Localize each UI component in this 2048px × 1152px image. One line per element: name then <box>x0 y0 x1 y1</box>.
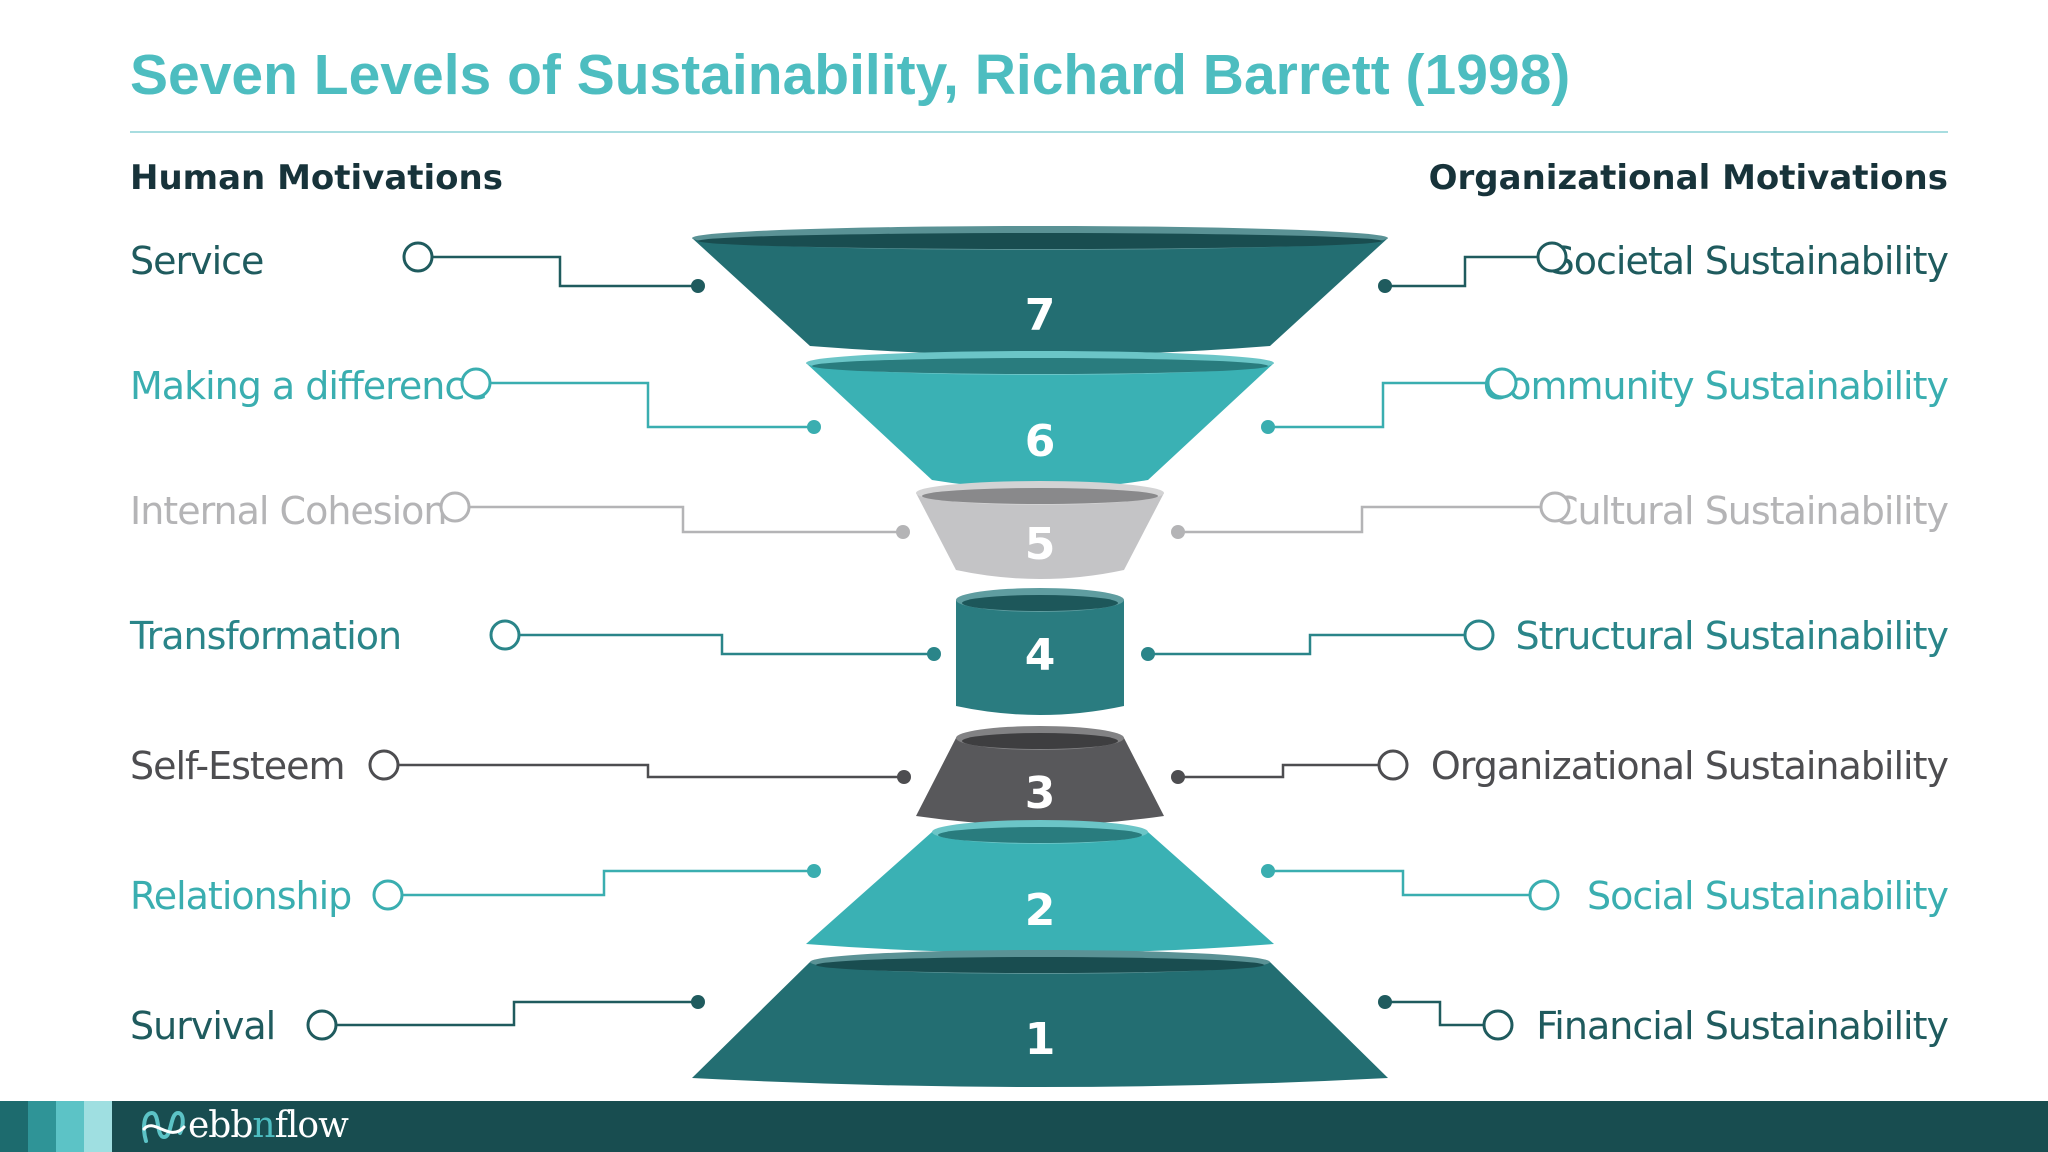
level-2-left-connector-dot <box>807 864 821 878</box>
level-1-left-connector-ring <box>306 1009 338 1041</box>
footer-accent-block <box>84 1101 112 1152</box>
level-3-right-connector-dot <box>1171 770 1185 784</box>
level-1-segment <box>692 962 1388 1087</box>
human-label-4: Transformation <box>130 614 402 658</box>
page-title: Seven Levels of Sustainability, Richard … <box>130 43 1571 107</box>
human-label-6: Making a difference <box>130 364 488 408</box>
level-1-right-connector <box>1385 1000 1484 1027</box>
level-4-right-connector-dot <box>1141 647 1155 661</box>
hourglass-diagram: 7 6 5 4 3 2 1 <box>306 226 1571 1087</box>
footer-accent-block <box>28 1101 56 1152</box>
level-6-right-connector-dot <box>1261 420 1275 434</box>
level-1-left-connector <box>336 1000 698 1027</box>
level-5-left-connector-ring <box>439 491 471 523</box>
human-motivations-heading: Human Motivations <box>130 158 503 198</box>
level-4-left-connector <box>519 633 934 656</box>
org-label-2: Social Sustainability <box>1586 874 1949 918</box>
level-2-right-connector-dot <box>1261 864 1275 878</box>
level-4-left-connector-ring <box>489 619 521 651</box>
level-4-number: 4 <box>1025 630 1056 681</box>
human-label-5: Internal Cohesion <box>130 489 447 533</box>
brand-suffix: flow <box>274 1105 349 1146</box>
level-5-right-connector <box>1178 505 1541 534</box>
level-2-segment <box>806 832 1274 953</box>
level-2-number: 2 <box>1025 885 1056 936</box>
level-2-right-connector-ring <box>1528 879 1560 911</box>
level-7-segment <box>692 238 1388 355</box>
level-5-right-connector-dot <box>1171 525 1185 539</box>
level-4-left-connector-dot <box>927 647 941 661</box>
level-6-right-connector-ring <box>1486 367 1518 399</box>
level-7-right-connector-dot <box>1378 279 1392 293</box>
level-5-segment <box>916 493 1164 579</box>
org-label-6: Community Sustainability <box>1482 364 1949 408</box>
level-7-number: 7 <box>1025 290 1056 341</box>
level-4-top-inner <box>962 595 1118 611</box>
level-4-segment <box>956 600 1124 715</box>
level-1-right-connector-dot <box>1378 995 1392 1009</box>
human-label-3: Self-Esteem <box>130 744 346 788</box>
level-6-segment <box>806 363 1274 489</box>
level-6-right-connector <box>1268 381 1488 429</box>
organizational-motivations-heading: Organizational Motivations <box>1428 158 1948 198</box>
footer-accent-block <box>0 1101 28 1152</box>
level-6-top-inner <box>812 358 1268 374</box>
org-label-3: Organizational Sustainability <box>1430 744 1949 788</box>
org-label-5: Cultural Sustainability <box>1551 489 1949 533</box>
level-1-left-connector-dot <box>691 995 705 1009</box>
brand-mid: n <box>252 1105 275 1146</box>
org-label-7: Societal Sustainability <box>1550 239 1949 283</box>
footer-accent-block <box>56 1101 84 1152</box>
level-5-left-connector-dot <box>896 525 910 539</box>
level-6-number: 6 <box>1025 416 1056 467</box>
level-6-left-connector <box>490 381 814 429</box>
level-3-left-connector <box>398 763 904 779</box>
level-4-right-connector-ring <box>1463 619 1495 651</box>
level-4-right-connector <box>1148 633 1465 656</box>
level-7-left-connector <box>432 255 698 288</box>
level-3-top-inner <box>962 733 1118 749</box>
level-2-top-inner <box>938 827 1142 843</box>
level-3-segment <box>916 738 1164 825</box>
level-7-right-connector <box>1385 255 1538 288</box>
org-label-1: Financial Sustainability <box>1536 1004 1949 1048</box>
level-3-left-connector-ring <box>368 749 400 781</box>
level-7-top-inner <box>698 233 1382 249</box>
human-label-1: Survival <box>130 1004 276 1048</box>
level-5-top-inner <box>922 488 1158 504</box>
level-3-right-connector-ring <box>1377 749 1409 781</box>
level-6-left-connector-dot <box>807 420 821 434</box>
level-1-number: 1 <box>1025 1014 1056 1065</box>
human-label-7: Service <box>130 239 264 283</box>
level-5-right-connector-ring <box>1539 491 1571 523</box>
level-1-top-inner <box>816 957 1264 973</box>
level-7-left-connector-ring <box>402 241 434 273</box>
level-1-right-connector-ring <box>1482 1009 1514 1041</box>
level-6-left-connector-ring <box>460 367 492 399</box>
level-2-left-connector-ring <box>372 879 404 911</box>
level-2-right-connector <box>1268 869 1530 897</box>
ebbnflow-logo-icon <box>142 1110 186 1143</box>
human-label-2: Relationship <box>130 874 352 918</box>
level-7-right-connector-ring <box>1536 241 1568 273</box>
ebbnflow-logo-text: ebbnflow <box>188 1105 349 1146</box>
brand-prefix: ebb <box>188 1105 253 1146</box>
level-3-left-connector-dot <box>897 770 911 784</box>
level-2-left-connector <box>402 869 814 897</box>
org-label-4: Structural Sustainability <box>1515 614 1949 658</box>
level-3-number: 3 <box>1025 768 1056 819</box>
level-7-left-connector-dot <box>691 279 705 293</box>
level-5-number: 5 <box>1025 519 1056 570</box>
level-5-left-connector <box>469 505 903 534</box>
level-3-right-connector <box>1178 763 1379 779</box>
title-divider <box>130 131 1948 133</box>
footer-bar: ebbnflow <box>0 1101 2048 1152</box>
